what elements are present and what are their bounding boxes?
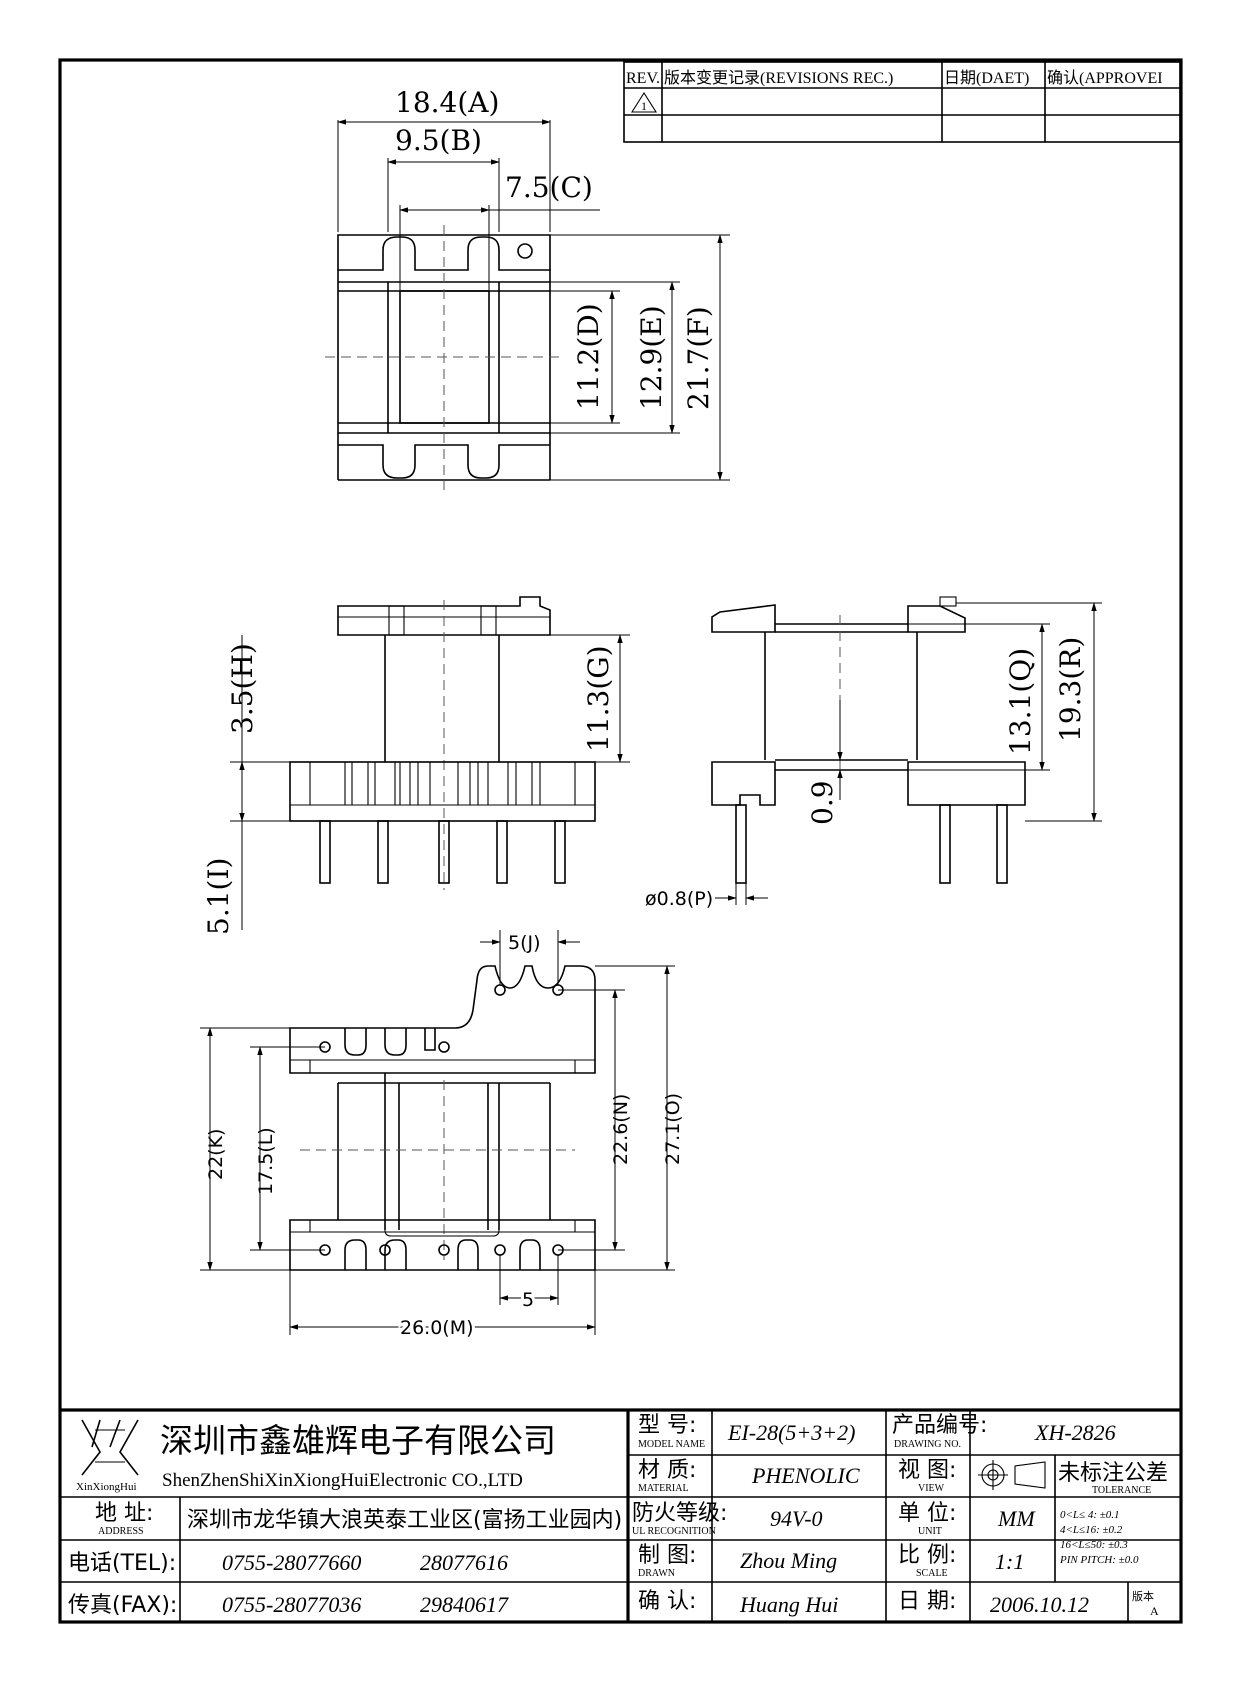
model-value: EI-28(5+3+2) [727, 1420, 855, 1445]
drawing-no-label: 产品编号: [892, 1413, 987, 1438]
dim-r: 19.3(R) [1054, 637, 1087, 742]
dim-i: 5.1(I) [202, 858, 235, 935]
dim-a: 18.4(A) [395, 86, 499, 119]
date-label: 日 期: [898, 1589, 956, 1614]
dim-o: 27.1(O) [662, 1093, 684, 1165]
material-label-en: MATERIAL [638, 1483, 689, 1494]
side-view-dimensions: 13.1(Q) 19.3(R) 0.9 ø0.8(P) [645, 602, 1102, 910]
unit-label-en: UNIT [918, 1526, 942, 1537]
drawn-value: Zhou Ming [740, 1548, 837, 1573]
address-label-en: ADDRESS [98, 1526, 144, 1537]
bottom-view [289, 965, 596, 1271]
date-value: 2006.10.12 [990, 1592, 1089, 1617]
dim-k: 22(K) [205, 1129, 227, 1180]
company-logo: XinXiongHui [76, 1419, 139, 1493]
projection-symbol-icon [978, 1460, 1046, 1490]
ul-label: 防火等级: [632, 1501, 727, 1526]
material-label: 材 质: [638, 1458, 696, 1483]
tolerance-row-3: 16<L≤50: ±0.3 [1060, 1539, 1128, 1551]
version-label: 版本 [1132, 1589, 1154, 1603]
fax-label: 传真(FAX): [68, 1593, 177, 1618]
dim-gap: 0.9 [806, 780, 839, 825]
view-label: 视 图: [898, 1458, 956, 1483]
unit-value: MM [997, 1506, 1036, 1531]
dim-pitch: 5 [522, 1289, 534, 1311]
revision-table: REV. 版本变更记录(REVISIONS REC.) 日期(DAET) 确认(… [623, 61, 1181, 143]
tel-label: 电话(TEL): [68, 1551, 176, 1576]
model-label-en: MODEL NAME [638, 1439, 705, 1450]
revisions-header: 版本变更记录(REVISIONS REC.) [664, 69, 893, 87]
drawn-label: 制 图: [638, 1543, 696, 1568]
dim-d: 11.2(D) [572, 303, 605, 410]
tolerance-row-1: 0<L≤ 4: ±0.1 [1060, 1509, 1120, 1521]
dim-c: 7.5(C) [505, 171, 593, 204]
dim-h: 3.5(H) [226, 643, 259, 734]
tel-number-1: 0755-28077660 [222, 1550, 361, 1575]
front-view-pins [319, 820, 566, 884]
top-view [325, 225, 565, 490]
front-view-dimensions: 11.3(G) 3.5(H) 5.1(I) [202, 634, 630, 935]
material-value: PHENOLIC [751, 1463, 860, 1488]
scale-label-en: SCALE [916, 1568, 948, 1579]
date-header: 日期(DAET) [944, 69, 1029, 87]
view-label-en: VIEW [918, 1483, 945, 1494]
title-block: XinXiongHui 深圳市鑫雄辉电子有限公司 ShenZhenShiXinX… [60, 1408, 1181, 1622]
dim-b: 9.5(B) [395, 124, 482, 157]
dim-f: 21.7(F) [682, 306, 715, 410]
check-value: Huang Hui [739, 1592, 838, 1617]
dim-j: 5(J) [508, 932, 541, 954]
sheet-border [58, 58, 1183, 1624]
revision-number: 1 [641, 99, 647, 113]
unit-label: 单 位: [898, 1501, 956, 1526]
dim-q: 13.1(Q) [1004, 648, 1037, 755]
tolerance-row-2: 4<L≤16: ±0.2 [1060, 1524, 1123, 1536]
approve-header: 确认(APPROVEI [1047, 69, 1163, 87]
revision-triangle-icon [631, 91, 657, 113]
scale-label: 比 例: [898, 1543, 956, 1568]
dim-n: 22.6(N) [610, 1094, 632, 1165]
tolerance-label: 未标注公差 [1058, 1461, 1168, 1486]
dim-m: 26.0(M) [400, 1317, 474, 1339]
fax-number-2: 29840617 [420, 1592, 509, 1617]
company-name-cn: 深圳市鑫雄辉电子有限公司 [160, 1421, 556, 1460]
tolerance-label-en: TOLERANCE [1092, 1485, 1151, 1496]
check-label: 确 认: [638, 1589, 696, 1614]
rev-header: REV. [626, 70, 660, 87]
fax-number-1: 0755-28077036 [222, 1592, 361, 1617]
ul-label-en: UL RECOGNITION [632, 1526, 716, 1537]
model-label: 型 号: [638, 1413, 696, 1438]
ul-value: 94V-0 [770, 1506, 823, 1531]
top-view-dimensions: 18.4(A) 9.5(B) 7.5(C) 11.2(D) 12.9(E) 21… [337, 86, 730, 481]
version-value: A [1150, 1604, 1159, 1618]
address-value: 深圳市龙华镇大浪英泰工业区(富扬工业园内) [187, 1508, 622, 1533]
pin1-mark-icon [517, 243, 533, 259]
dim-e: 12.9(E) [635, 305, 668, 410]
tolerance-row-4: PIN PITCH: ±0.0 [1059, 1554, 1139, 1566]
bottom-view-dimensions: 5(J) 22(K) 17.5(L) 26.0(M) 22.6(N) 27.1(… [200, 930, 684, 1342]
side-view [711, 596, 1026, 884]
dim-g: 11.3(G) [582, 645, 615, 752]
tel-number-2: 28077616 [420, 1550, 508, 1575]
drawing-no-label-en: DRAWING NO. [894, 1439, 961, 1450]
scale-value: 1:1 [995, 1549, 1024, 1574]
drawing-no-value: XH-2826 [1034, 1420, 1116, 1445]
front-view [289, 596, 596, 890]
dim-p: ø0.8(P) [645, 888, 713, 910]
dim-l: 17.5(L) [255, 1127, 277, 1195]
company-name-en: ShenZhenShiXinXiongHuiElectronic CO.,LTD [162, 1470, 523, 1491]
address-label: 地 址: [95, 1501, 153, 1526]
drawn-label-en: DRAWN [638, 1568, 675, 1579]
logo-text: XinXiongHui [76, 1481, 137, 1493]
